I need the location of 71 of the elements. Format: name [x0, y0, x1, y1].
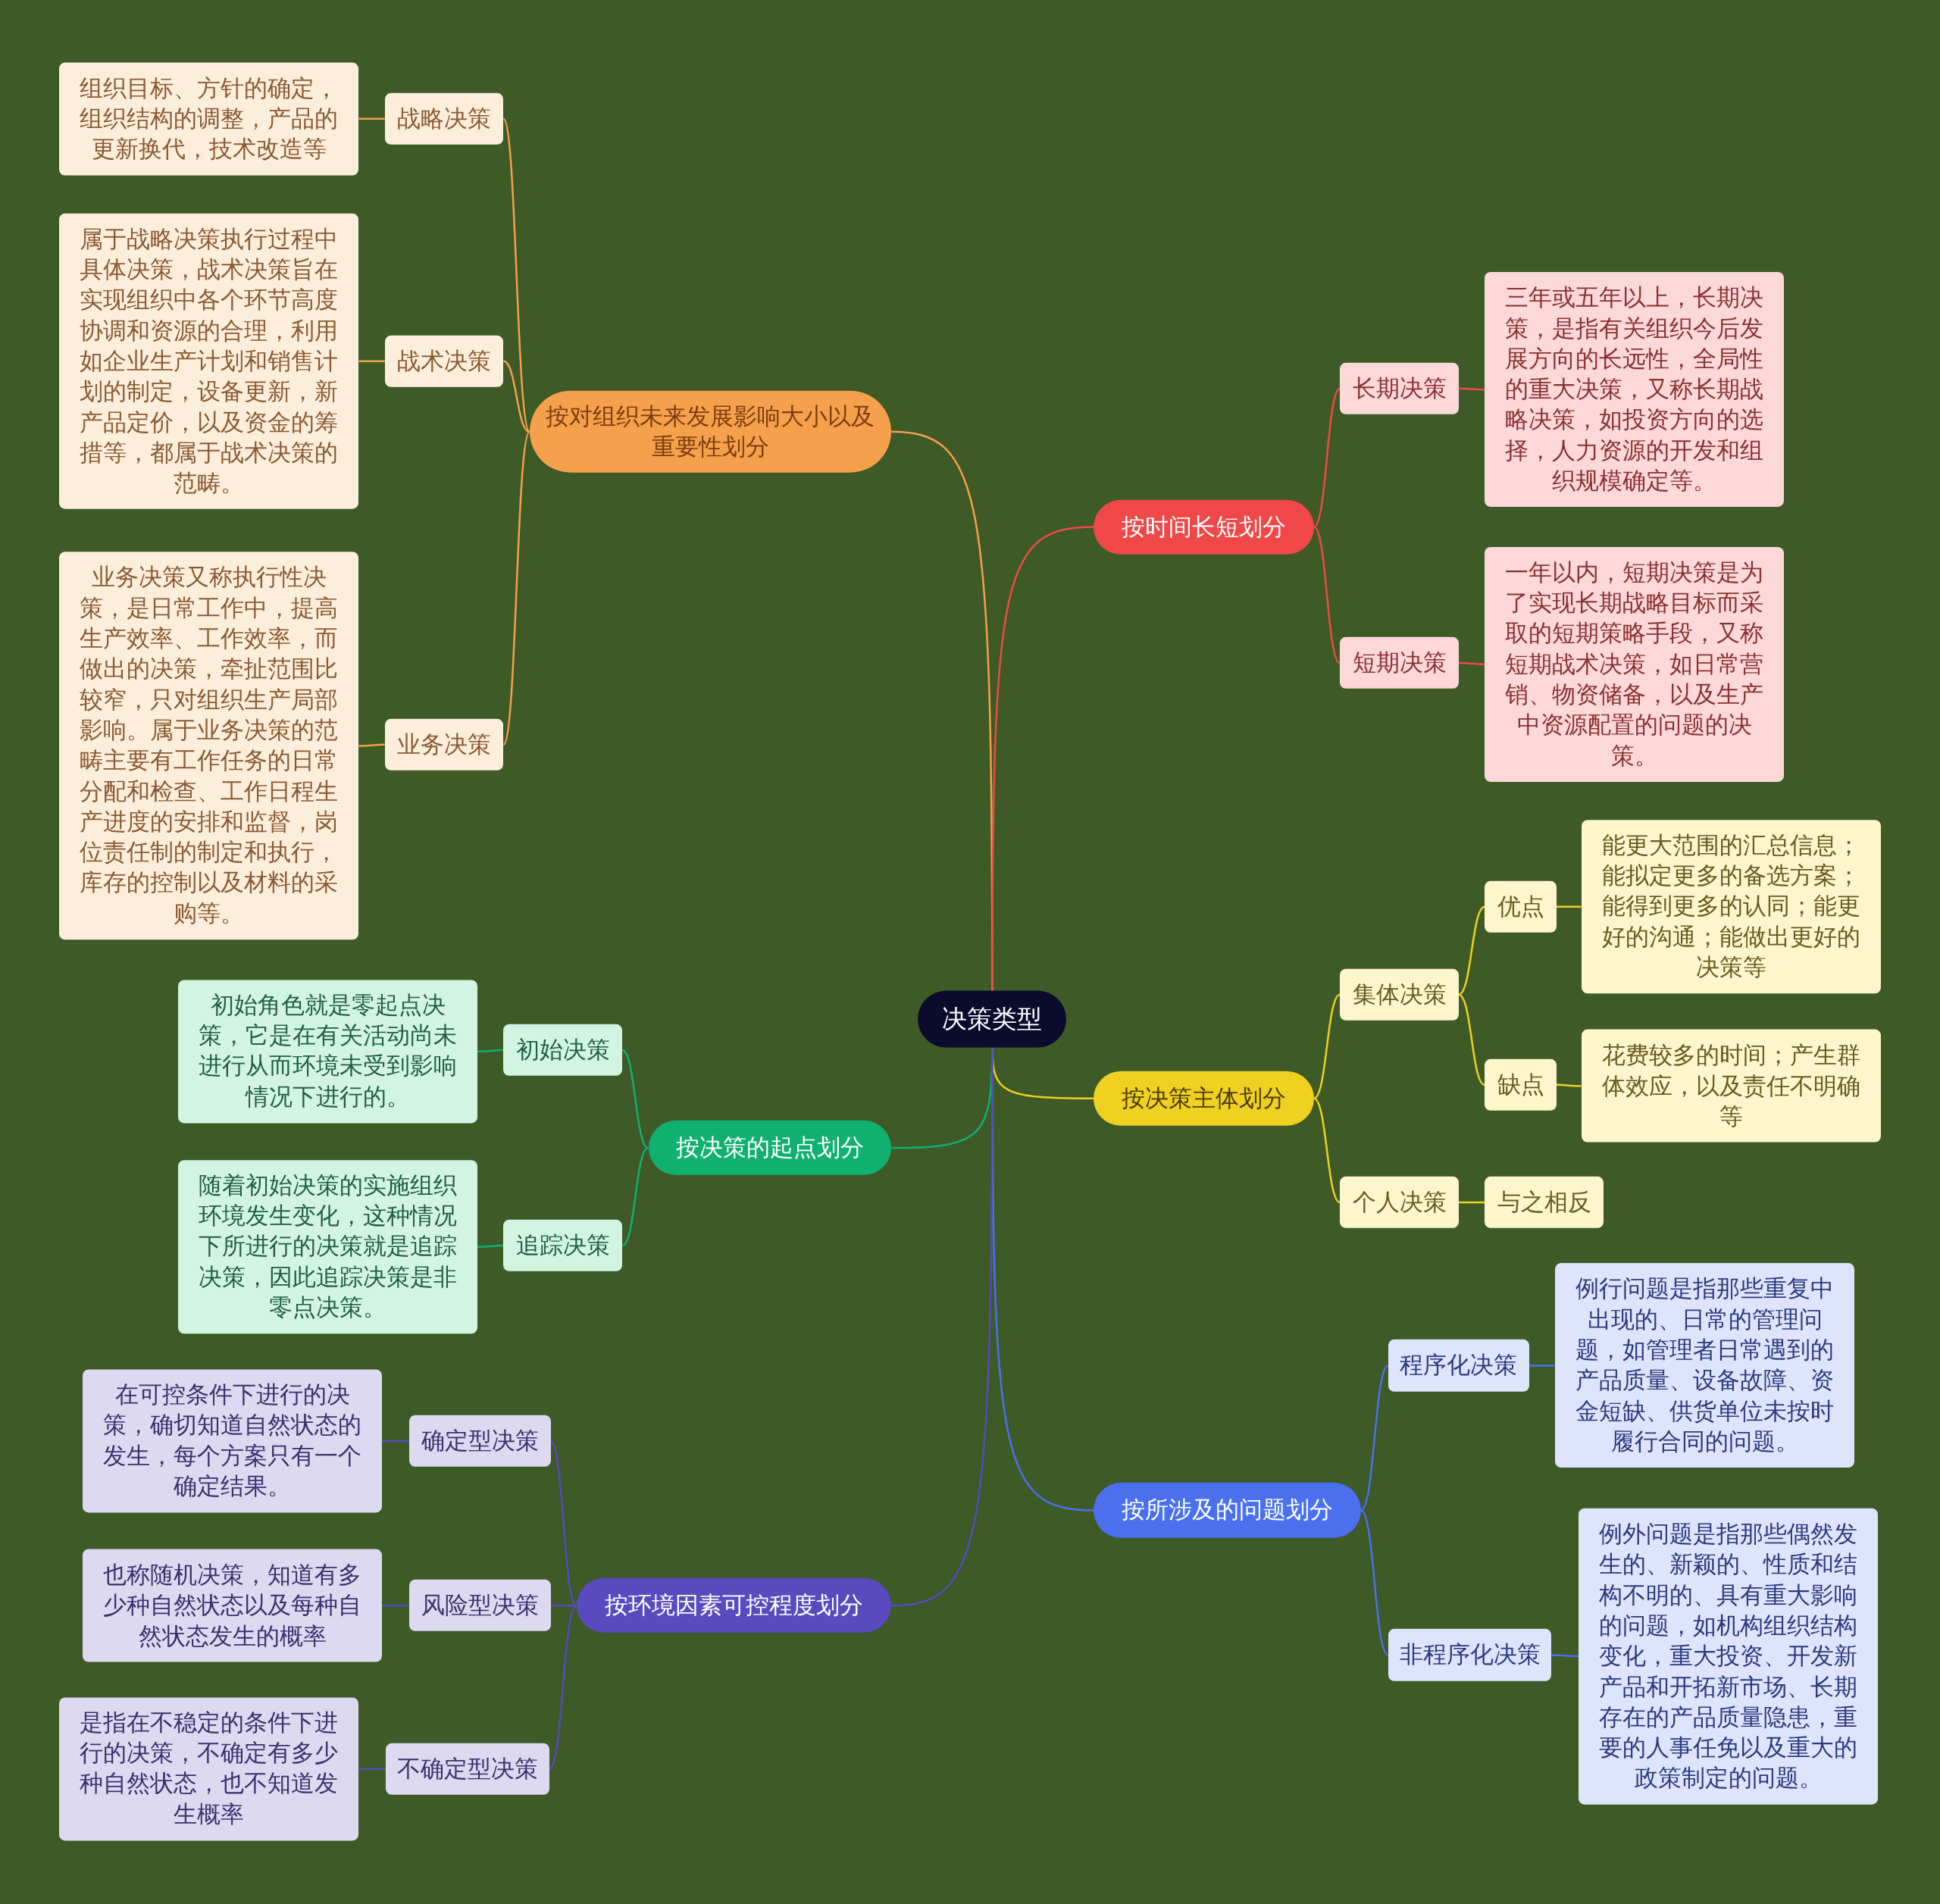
connector-line [358, 743, 385, 747]
connector-line [1551, 1654, 1579, 1658]
branch-topic: 按时间长短划分 [1094, 499, 1314, 555]
connector-line [1458, 1201, 1485, 1204]
subtopic-box: 长期决策 [1340, 362, 1459, 414]
description-box: 例行问题是指那些重复中出现的、日常的管理问题，如管理者日常遇到的产品质量、设备故障、资金短缺、供货单位未按时履行合同的问题。 [1555, 1263, 1855, 1468]
connector-line [1458, 905, 1485, 996]
connector-line [1458, 387, 1485, 391]
description-box: 花费较多的时间；产生群体效应，以及责任不明确等 [1581, 1030, 1881, 1143]
subtopic-box: 个人决策 [1340, 1176, 1459, 1229]
description-box: 一年以内，短期决策是为了实现长期战略目标而采取的短期策略手段，又称短期战术决策，如日常营销、物资储备，以及生产中资源配置的问题的决策。 [1485, 546, 1785, 782]
connector-line [621, 1147, 649, 1247]
connector-line [502, 118, 530, 433]
connector-line [358, 117, 385, 120]
subtopic-box: 确定型决策 [409, 1415, 551, 1468]
description-box: 也称随机决策，知道有多少种自然状态以及每种自然状态发生的概率 [83, 1549, 383, 1662]
description-box: 能更大范围的汇总信息；能拟定更多的备选方案；能得到更多的认同；能更好的沟通；能做出更好的决策等 [1581, 820, 1881, 994]
branch-topic: 按环境因素可控程度划分 [576, 1578, 891, 1634]
subtopic-box: 战术决策 [384, 335, 504, 387]
description-box: 在可控条件下进行的决策，确切知道自然状态的发生，每个方案只有一个确定结果。 [83, 1369, 383, 1513]
connector-line [549, 1605, 577, 1770]
subtopic-box: 缺点 [1485, 1058, 1557, 1111]
subtopic-box: 初始决策 [503, 1024, 623, 1077]
subtopic-box: 追踪决策 [503, 1219, 623, 1272]
connector-line [477, 1049, 504, 1052]
subtopic-box: 非程序化决策 [1388, 1629, 1552, 1681]
branch-topic: 按对组织未来发展影响大小以及重要性划分 [529, 390, 891, 474]
description-box: 属于战略决策执行过程中具体决策，战术决策旨在实现组织中各个环节高度协调和资源的合理，利用如企业生产计划和销售计划的制定，设备更新，新产品定价，以及资金的筹措等，都属于战术决策的范畴。 [59, 213, 359, 510]
connector-line [1360, 1509, 1389, 1656]
connector-line [382, 1604, 410, 1607]
connector-line [358, 360, 385, 362]
connector-line [550, 1604, 577, 1607]
description-box: 是指在不稳定的条件下进行的决策，不确定有多少种自然状态，也不知道发生概率 [59, 1697, 359, 1841]
connector-line [1556, 1083, 1582, 1087]
description-box: 组织目标、方针的确定，组织结构的调整，产品的更新换代，技术改造等 [59, 62, 359, 176]
connector-line [890, 1047, 993, 1607]
subtopic-box: 不确定型决策 [386, 1743, 549, 1795]
connector-line [1458, 993, 1485, 1086]
description-box: 初始角色就是零起点决策，它是在有关活动尚未进行从而环境未受到影响情况下进行的。 [178, 980, 478, 1124]
branch-topic: 按决策主体划分 [1094, 1071, 1314, 1126]
subtopic-box: 与之相反 [1485, 1176, 1604, 1229]
subtopic-box: 短期决策 [1340, 636, 1459, 689]
subtopic-box: 程序化决策 [1388, 1340, 1529, 1392]
description-box: 例外问题是指那些偶然发生的、新颖的、性质和结构不明的、具有重大影响的问题，如机构组织结构变化，重大投资、开发新产品和开拓新市场、长期存在的产品质量隐患，重要的人事任免以及重大的政策制定的问题。 [1579, 1508, 1879, 1805]
connector-line [1313, 993, 1341, 1099]
branch-topic: 按所涉及的问题划分 [1094, 1483, 1361, 1538]
subtopic-box: 战略决策 [384, 92, 504, 145]
description-box: 三年或五年以上，长期决策，是指有关组织今后发展方向的长远性，全局性的重大决策，又称长期战略决策，如投资方向的选择，人力资源的开发和组织规模确定等。 [1485, 272, 1785, 508]
connector-line [1313, 526, 1341, 664]
connector-line [1313, 387, 1341, 528]
subtopic-box: 风险型决策 [409, 1580, 551, 1632]
connector-line [382, 1440, 410, 1443]
connector-line [1529, 1365, 1556, 1367]
description-box: 业务决策又称执行性决策，是日常工作中，提高生产效率、工作效率，而做出的决策，牵扯范围比较窄，只对组织生产局部影响。属于业务决策的范畴主要有工作任务的日常分配和检查、工作日程生产进度的安排和监督，岗位责任制的制定和执行，库存的控制以及材料的采购等。 [59, 552, 359, 940]
connector-line [1313, 1097, 1341, 1203]
connector-line [1556, 905, 1582, 908]
connector-line [358, 1768, 386, 1770]
connector-line [477, 1244, 504, 1248]
connector-line [549, 1440, 577, 1606]
connector-line [502, 360, 530, 433]
connector-line [1360, 1365, 1389, 1512]
subtopic-box: 集体决策 [1340, 968, 1459, 1021]
subtopic-box: 业务决策 [384, 718, 504, 771]
subtopic-box: 优点 [1485, 880, 1557, 933]
branch-topic: 按决策的起点划分 [648, 1120, 891, 1176]
central-topic: 决策类型 [918, 990, 1067, 1048]
description-box: 随着初始决策的实施组织环境发生变化，这种情况下所进行的决策就是追踪决策，因此追踪决策是非零点决策。 [178, 1159, 478, 1334]
connector-line [991, 526, 1094, 991]
connector-line [621, 1049, 649, 1149]
connector-line [1458, 661, 1485, 665]
connector-line [502, 431, 530, 746]
